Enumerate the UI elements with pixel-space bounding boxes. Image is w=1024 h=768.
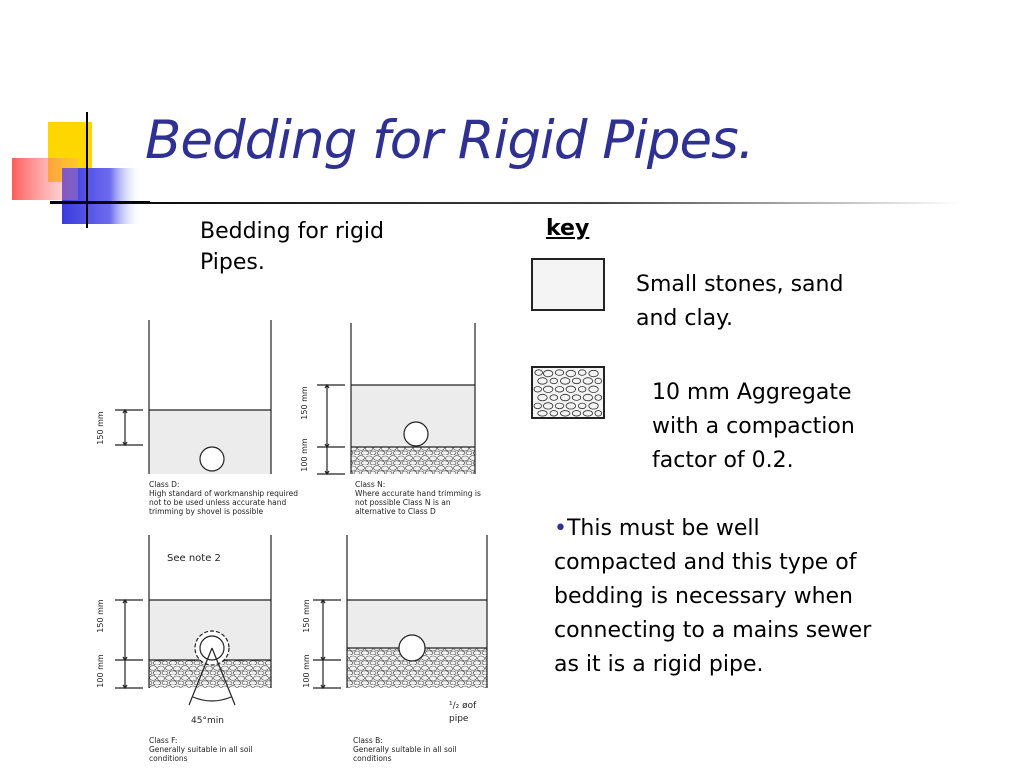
class-label: Class B: (353, 736, 383, 745)
class-desc: not to be used unless accurate hand (149, 498, 286, 507)
key-item-text: 10 mm Aggregate with a compaction factor… (652, 380, 855, 473)
diagram-note: See note 2 (167, 553, 221, 564)
class-desc: High standard of workmanship required (149, 489, 298, 498)
title-divider (50, 202, 960, 204)
pipe-note: pipe (449, 714, 469, 724)
panel-class-d (115, 320, 272, 474)
dim-label: 150 mm (96, 599, 105, 633)
class-desc: conditions (149, 754, 188, 763)
dim-label: 150 mm (300, 386, 309, 420)
angle-label: 45°min (191, 716, 224, 726)
class-desc: alternative to Class D (355, 507, 436, 516)
panel-class-b (313, 535, 488, 690)
bullet-text: This must be well compacted and this typ… (554, 516, 872, 677)
class-desc: conditions (353, 754, 392, 763)
dim-label: 150 mm (96, 411, 105, 445)
diagram-caption: Bedding for rigid Pipes. (200, 219, 385, 275)
class-desc: Where accurate hand trimming is (355, 489, 481, 498)
bullet-marker: • (554, 516, 567, 541)
corner-decoration-icon (12, 112, 150, 228)
pipe-note: ¹/₂ øof (449, 701, 477, 711)
dim-label: 150 mm (302, 599, 311, 633)
class-desc: not possible Class N is an (355, 498, 451, 507)
dim-label: 100 mm (302, 654, 311, 688)
dim-label: 100 mm (300, 438, 309, 472)
class-desc: Generally suitable in all soil (353, 745, 457, 754)
key-swatch-aggregate (531, 366, 605, 419)
key-item-text: Small stones, sand and clay. (636, 272, 844, 331)
key-heading: key (546, 216, 590, 241)
class-label: Class F: (149, 736, 177, 745)
class-label: Class N: (355, 480, 385, 489)
class-label: Class D: (149, 480, 179, 489)
key-swatch-plain (531, 258, 605, 311)
dim-label: 100 mm (96, 654, 105, 688)
panel-class-n (317, 323, 476, 476)
bedding-diagram: 150 mm Class D: High standard of workman… (96, 320, 488, 763)
class-desc: Generally suitable in all soil (149, 745, 253, 754)
bullet-note: •This must be well compacted and this ty… (554, 512, 884, 682)
panel-class-f (115, 535, 272, 706)
class-desc: trimming by shovel is possible (149, 507, 264, 516)
slide-title: Bedding for Rigid Pipes. (145, 110, 755, 171)
